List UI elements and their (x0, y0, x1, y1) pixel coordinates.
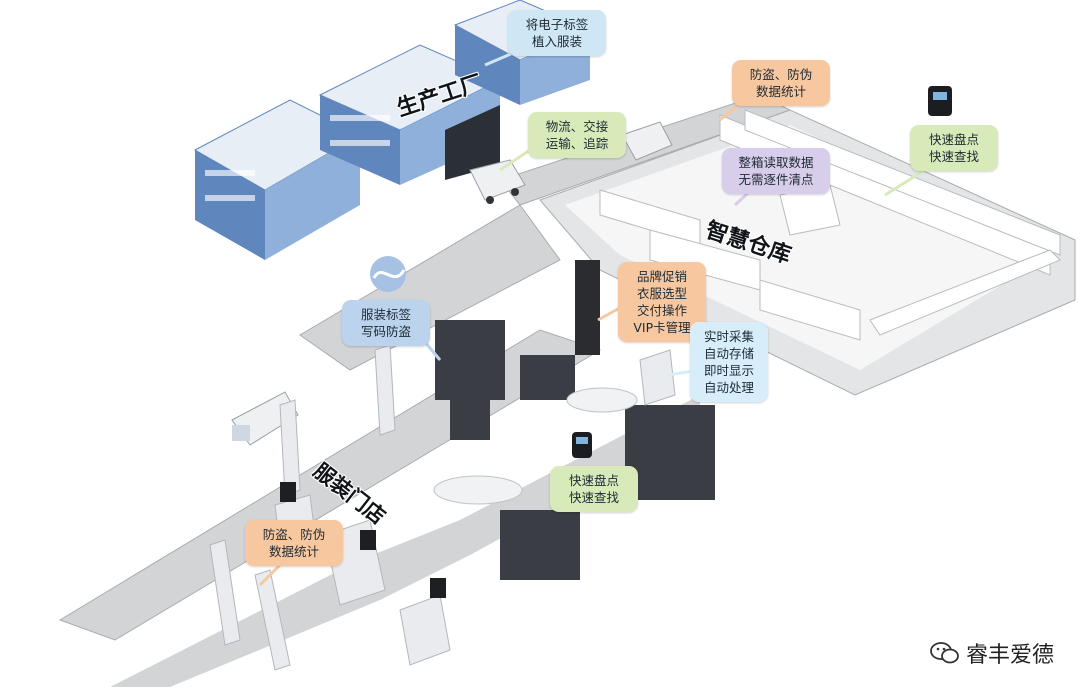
callout-store-antitheft: 防盗、防伪 数据统计 (245, 520, 343, 566)
callout-box-read: 整箱读取数据 无需逐件清点 (722, 148, 830, 194)
truck-warehouse (621, 121, 673, 161)
callout-tag-write: 服装标签 写码防盗 (342, 300, 430, 346)
callout-logistics: 物流、交接 运输、追踪 (528, 112, 626, 158)
callout-store-inventory: 快速盘点 快速查找 (550, 466, 638, 512)
factory-building (193, 0, 592, 260)
callout-realtime: 实时采集 自动存储 即时显示 自动处理 (690, 322, 768, 402)
handheld-reader-icon (572, 86, 952, 458)
callout-embed-tag: 将电子标签 植入服装 (508, 10, 606, 56)
store-area (209, 260, 715, 671)
truck-factory (469, 159, 526, 204)
wechat-icon (930, 642, 959, 664)
callout-warehouse-antitheft: 防盗、防伪 数据统计 (732, 60, 830, 106)
rfid-tag-icon (370, 256, 406, 292)
brand-name: 睿丰爱德 (965, 643, 1054, 668)
callout-warehouse-inventory: 快速盘点 快速查找 (910, 125, 998, 171)
brand-watermark: 睿丰爱德 (930, 637, 1054, 669)
